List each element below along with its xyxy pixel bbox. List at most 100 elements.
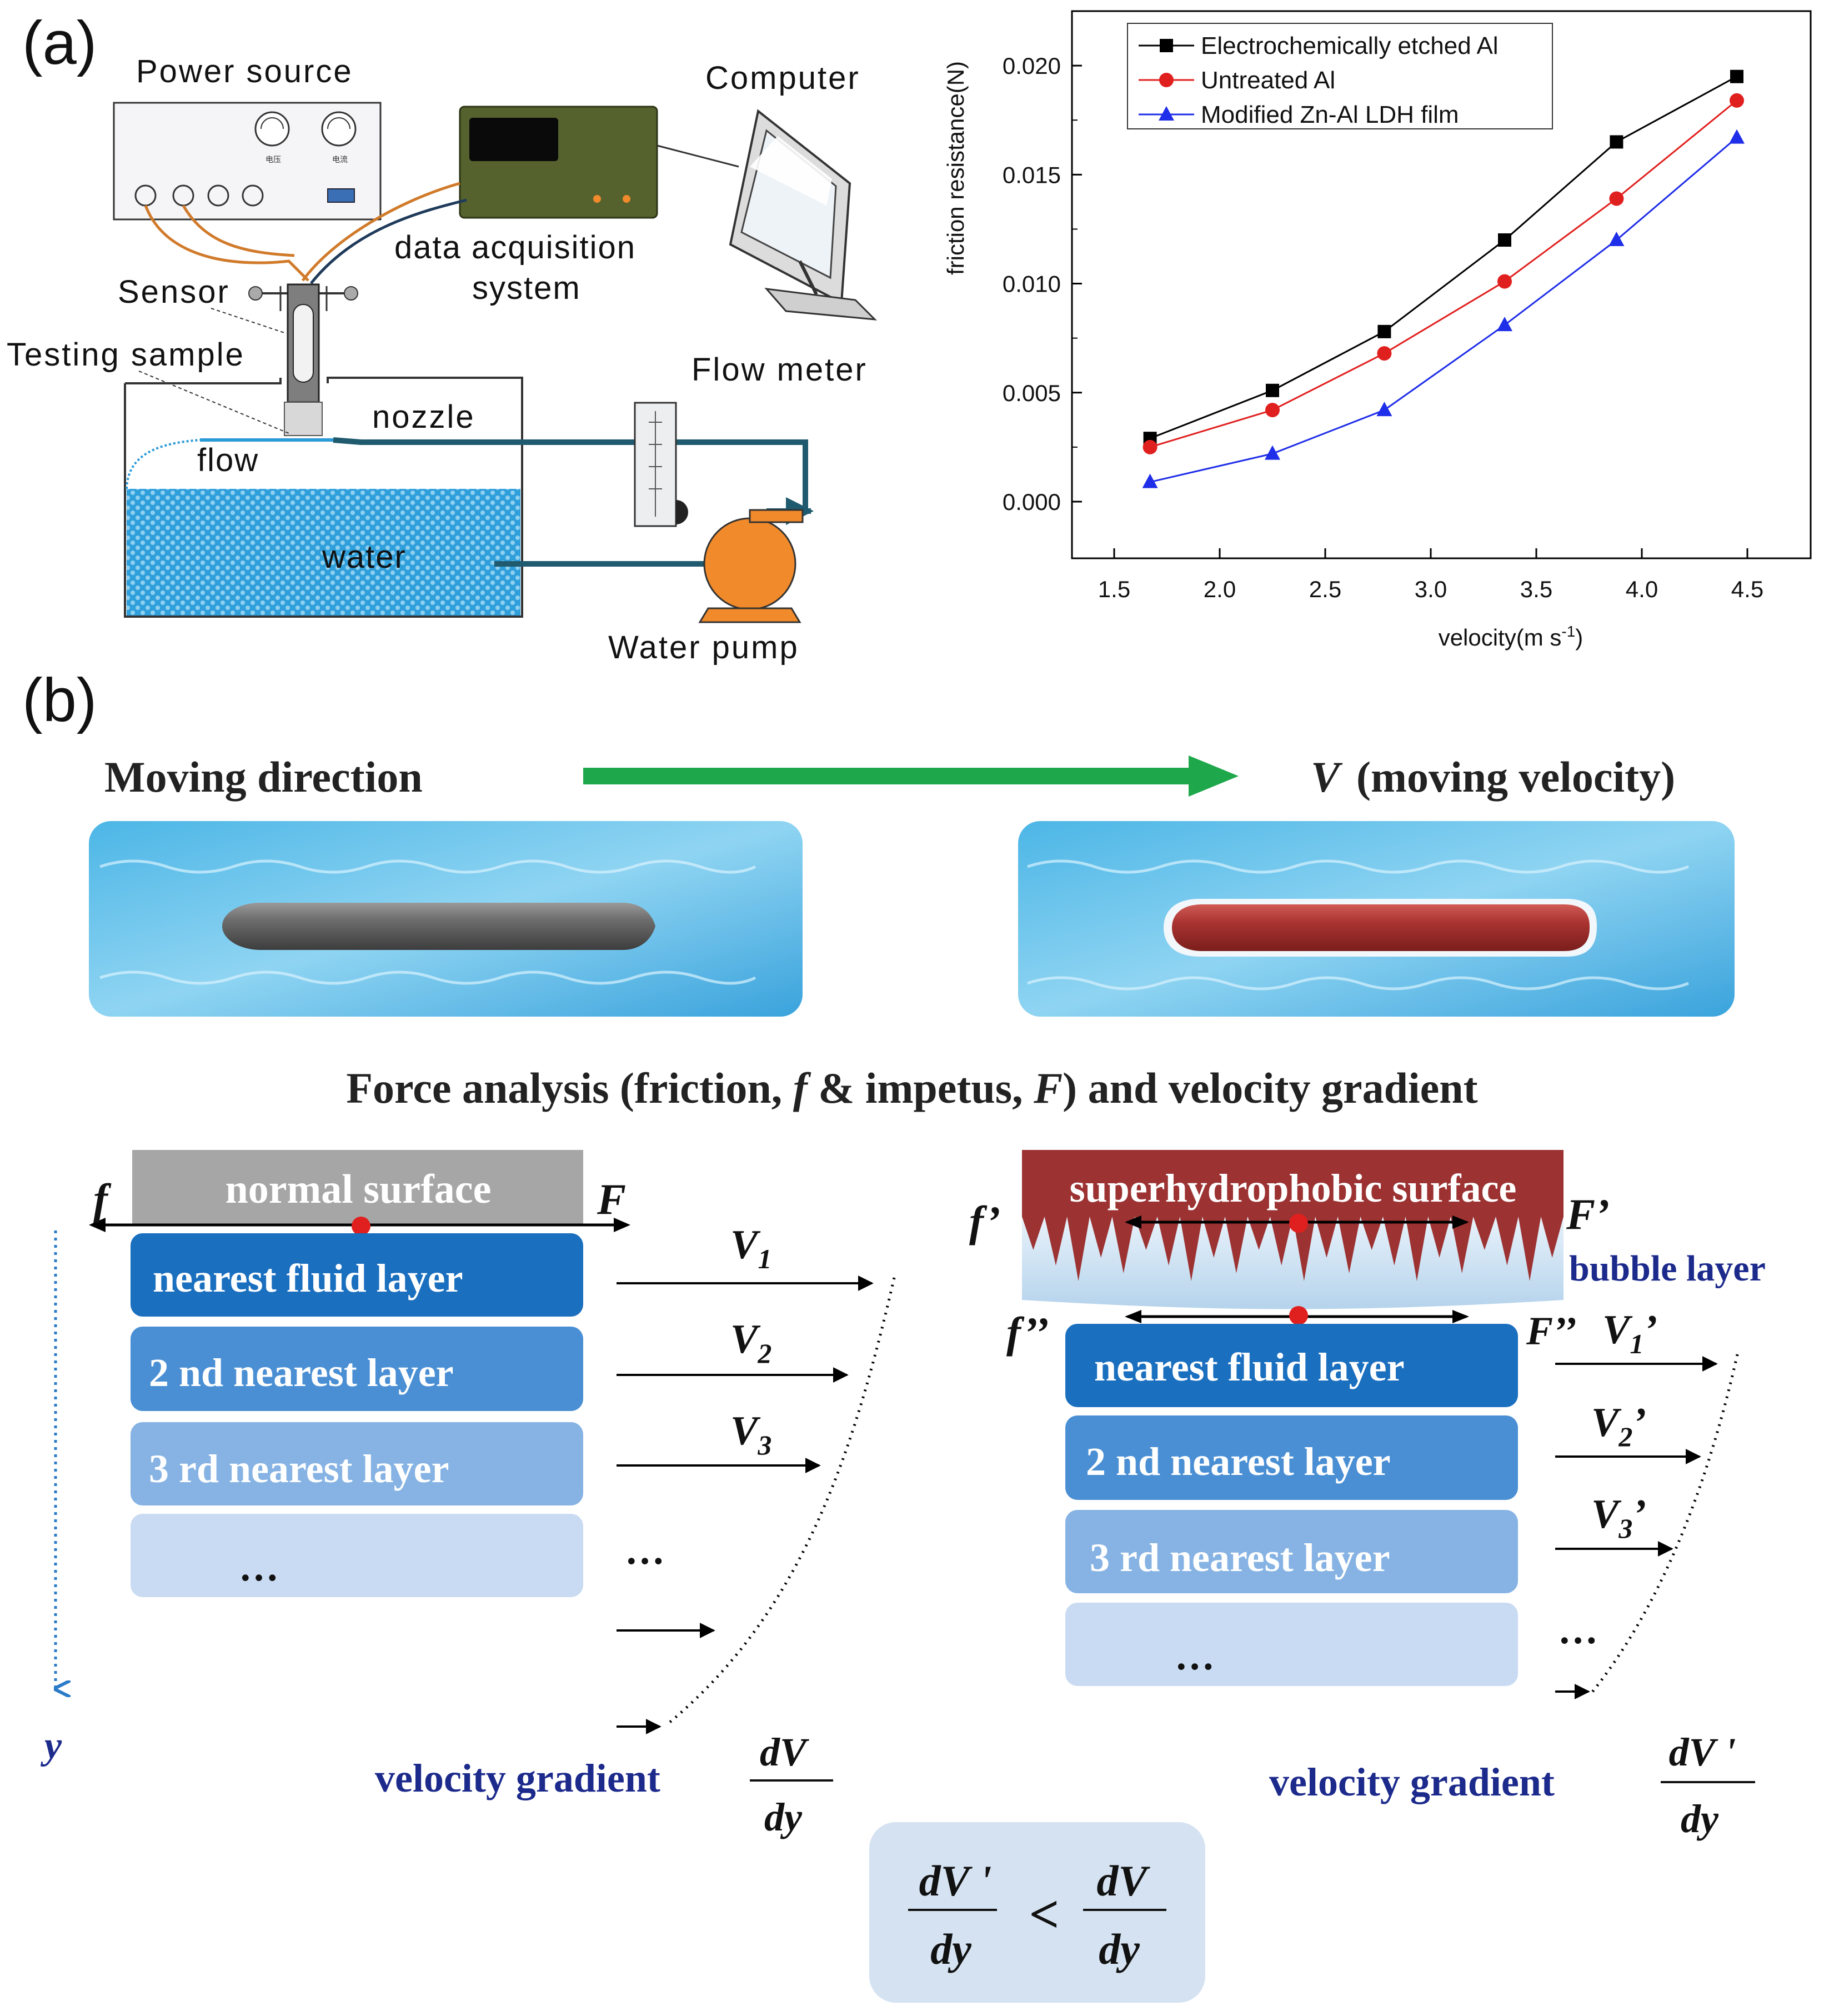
- y-axis-label: y: [41, 1724, 62, 1767]
- left-layer-3-label: 3 rd nearest layer: [149, 1447, 449, 1491]
- testing-sample-label: Testing sample: [7, 337, 245, 373]
- comparison-left-num: dV ': [919, 1857, 992, 1905]
- gauge-1-text: 电压: [265, 155, 281, 164]
- moving-direction-arrow: [583, 756, 1239, 797]
- y-tick-label: 0.015: [1003, 162, 1061, 188]
- y-tick-label: 0.020: [1003, 53, 1061, 79]
- data-point-0: [1377, 324, 1391, 338]
- sensor-label: Sensor: [118, 274, 230, 310]
- series-line-2: [1150, 137, 1737, 483]
- left-frac-den: dy: [764, 1795, 803, 1839]
- data-point-2: [1142, 473, 1158, 488]
- data-point-1: [1142, 439, 1157, 454]
- right-layer-2: [1065, 1415, 1518, 1500]
- left-layer-1: [131, 1233, 583, 1317]
- flow-meter-label: Flow meter: [691, 352, 868, 388]
- force-point: [352, 1217, 370, 1235]
- right-dots: …: [1558, 1608, 1598, 1652]
- power-source-box: 电压 电流: [113, 102, 382, 221]
- legend-label: Electrochemically etched Al: [1201, 32, 1499, 59]
- x-tick-label: 3.0: [1415, 576, 1447, 602]
- flow-meter-icon: [634, 402, 688, 527]
- chart-plot-frame: [1071, 10, 1812, 559]
- x-tick-label: 2.0: [1204, 576, 1236, 602]
- legend-label: Modified Zn-Al LDH film: [1201, 101, 1459, 128]
- series-line-1: [1150, 99, 1737, 448]
- data-point-2: [1376, 402, 1392, 417]
- data-point-2: [1729, 129, 1745, 144]
- series-line-0: [1150, 76, 1737, 439]
- x-tick-label: 3.5: [1520, 576, 1552, 602]
- data-point-0: [1266, 383, 1279, 397]
- x-tick-label: 4.5: [1731, 576, 1763, 602]
- data-point-2: [1608, 232, 1625, 247]
- water-label: water: [322, 539, 407, 575]
- sensor-icon: [248, 283, 358, 436]
- chart-x-axis-label: velocity(m s-1): [1439, 623, 1584, 651]
- data-point-2: [1497, 317, 1512, 332]
- force-point-right-2: [1289, 1306, 1308, 1325]
- left-F-label: F: [597, 1175, 626, 1223]
- superhydrophobic-surface: [1022, 1150, 1564, 1217]
- panel-b: (b) Moving direction V(moving velocity) …: [22, 666, 1766, 2003]
- surface-spikes: [1022, 1217, 1564, 1281]
- x-tick-label: 4.0: [1626, 576, 1658, 602]
- nozzle-label: nozzle: [372, 399, 475, 435]
- data-point-1: [1265, 403, 1280, 418]
- left-v3-label: V3: [730, 1408, 771, 1460]
- y-tick-label: 0.000: [1003, 489, 1061, 515]
- left-layer-4: [131, 1514, 583, 1597]
- legend-label: Untreated Al: [1201, 67, 1335, 94]
- left-layer-4-label: …: [239, 1545, 279, 1589]
- computer-monitor-icon: [729, 109, 878, 321]
- right-F1-label: F’: [1566, 1190, 1610, 1238]
- force-point-right-1: [1289, 1214, 1308, 1233]
- right-layer-4: [1065, 1603, 1518, 1686]
- legend-swatch-marker: [1159, 73, 1174, 87]
- right-layer-1: [1065, 1324, 1518, 1407]
- comparison-left-den: dy: [930, 1925, 971, 1973]
- panel-b-label: (b): [22, 666, 97, 734]
- panel-a-label: (a): [22, 9, 97, 77]
- normal-surface: [132, 1150, 583, 1225]
- voltage-gauge-icon: [254, 111, 290, 147]
- right-layer-2-label: 2 nd nearest layer: [1086, 1439, 1391, 1484]
- water-panel-left: [89, 821, 803, 1017]
- superhydrophobic-surface-label: superhydrophobic surface: [1070, 1166, 1517, 1210]
- water-panel-right: [1018, 821, 1735, 1017]
- data-point-0: [1730, 69, 1743, 83]
- comparison-right-num: dV: [1096, 1857, 1150, 1905]
- left-v1-label: V1: [730, 1222, 771, 1274]
- right-diagram: superhydrophobic surface f’ F’ f’’ F’’ b…: [969, 1150, 1766, 1841]
- legend-swatch-marker: [1160, 39, 1173, 52]
- right-f2-label: f’’: [1006, 1308, 1049, 1357]
- data-point-1: [1730, 93, 1744, 108]
- comparison-right-den: dy: [1099, 1925, 1140, 1973]
- data-point-2: [1265, 445, 1280, 460]
- chart-y-axis-label: friction resistance(N): [943, 61, 969, 275]
- right-v1-label: V1’: [1602, 1307, 1657, 1359]
- left-layer-3: [131, 1422, 583, 1505]
- data-point-1: [1497, 274, 1512, 289]
- power-source-label: Power source: [136, 53, 353, 89]
- comparison-box: dV ' dy < dV dy: [869, 1822, 1205, 2003]
- panel-a-setup: (a) Power source 电压 电流 data acquisition …: [7, 9, 878, 666]
- normal-surface-label: normal surface: [226, 1167, 492, 1212]
- x-tick-label: 1.5: [1098, 576, 1130, 602]
- daq-box: [459, 106, 658, 219]
- data-point-0: [1610, 135, 1623, 149]
- right-f1-label: f’: [969, 1197, 1000, 1245]
- daq-label-1: data acquisition: [394, 229, 636, 266]
- chart-series: [1142, 69, 1745, 488]
- right-layer-1-label: nearest fluid layer: [1094, 1345, 1405, 1389]
- water-pump-icon: [698, 509, 804, 623]
- computer-label: Computer: [705, 60, 860, 96]
- gauge-2-text: 电流: [332, 155, 348, 164]
- moving-direction-label: Moving direction: [104, 753, 423, 801]
- left-layer-2-label: 2 nd nearest layer: [149, 1350, 454, 1395]
- legend-swatch-marker: [1159, 106, 1174, 121]
- left-f-label: f: [93, 1175, 112, 1223]
